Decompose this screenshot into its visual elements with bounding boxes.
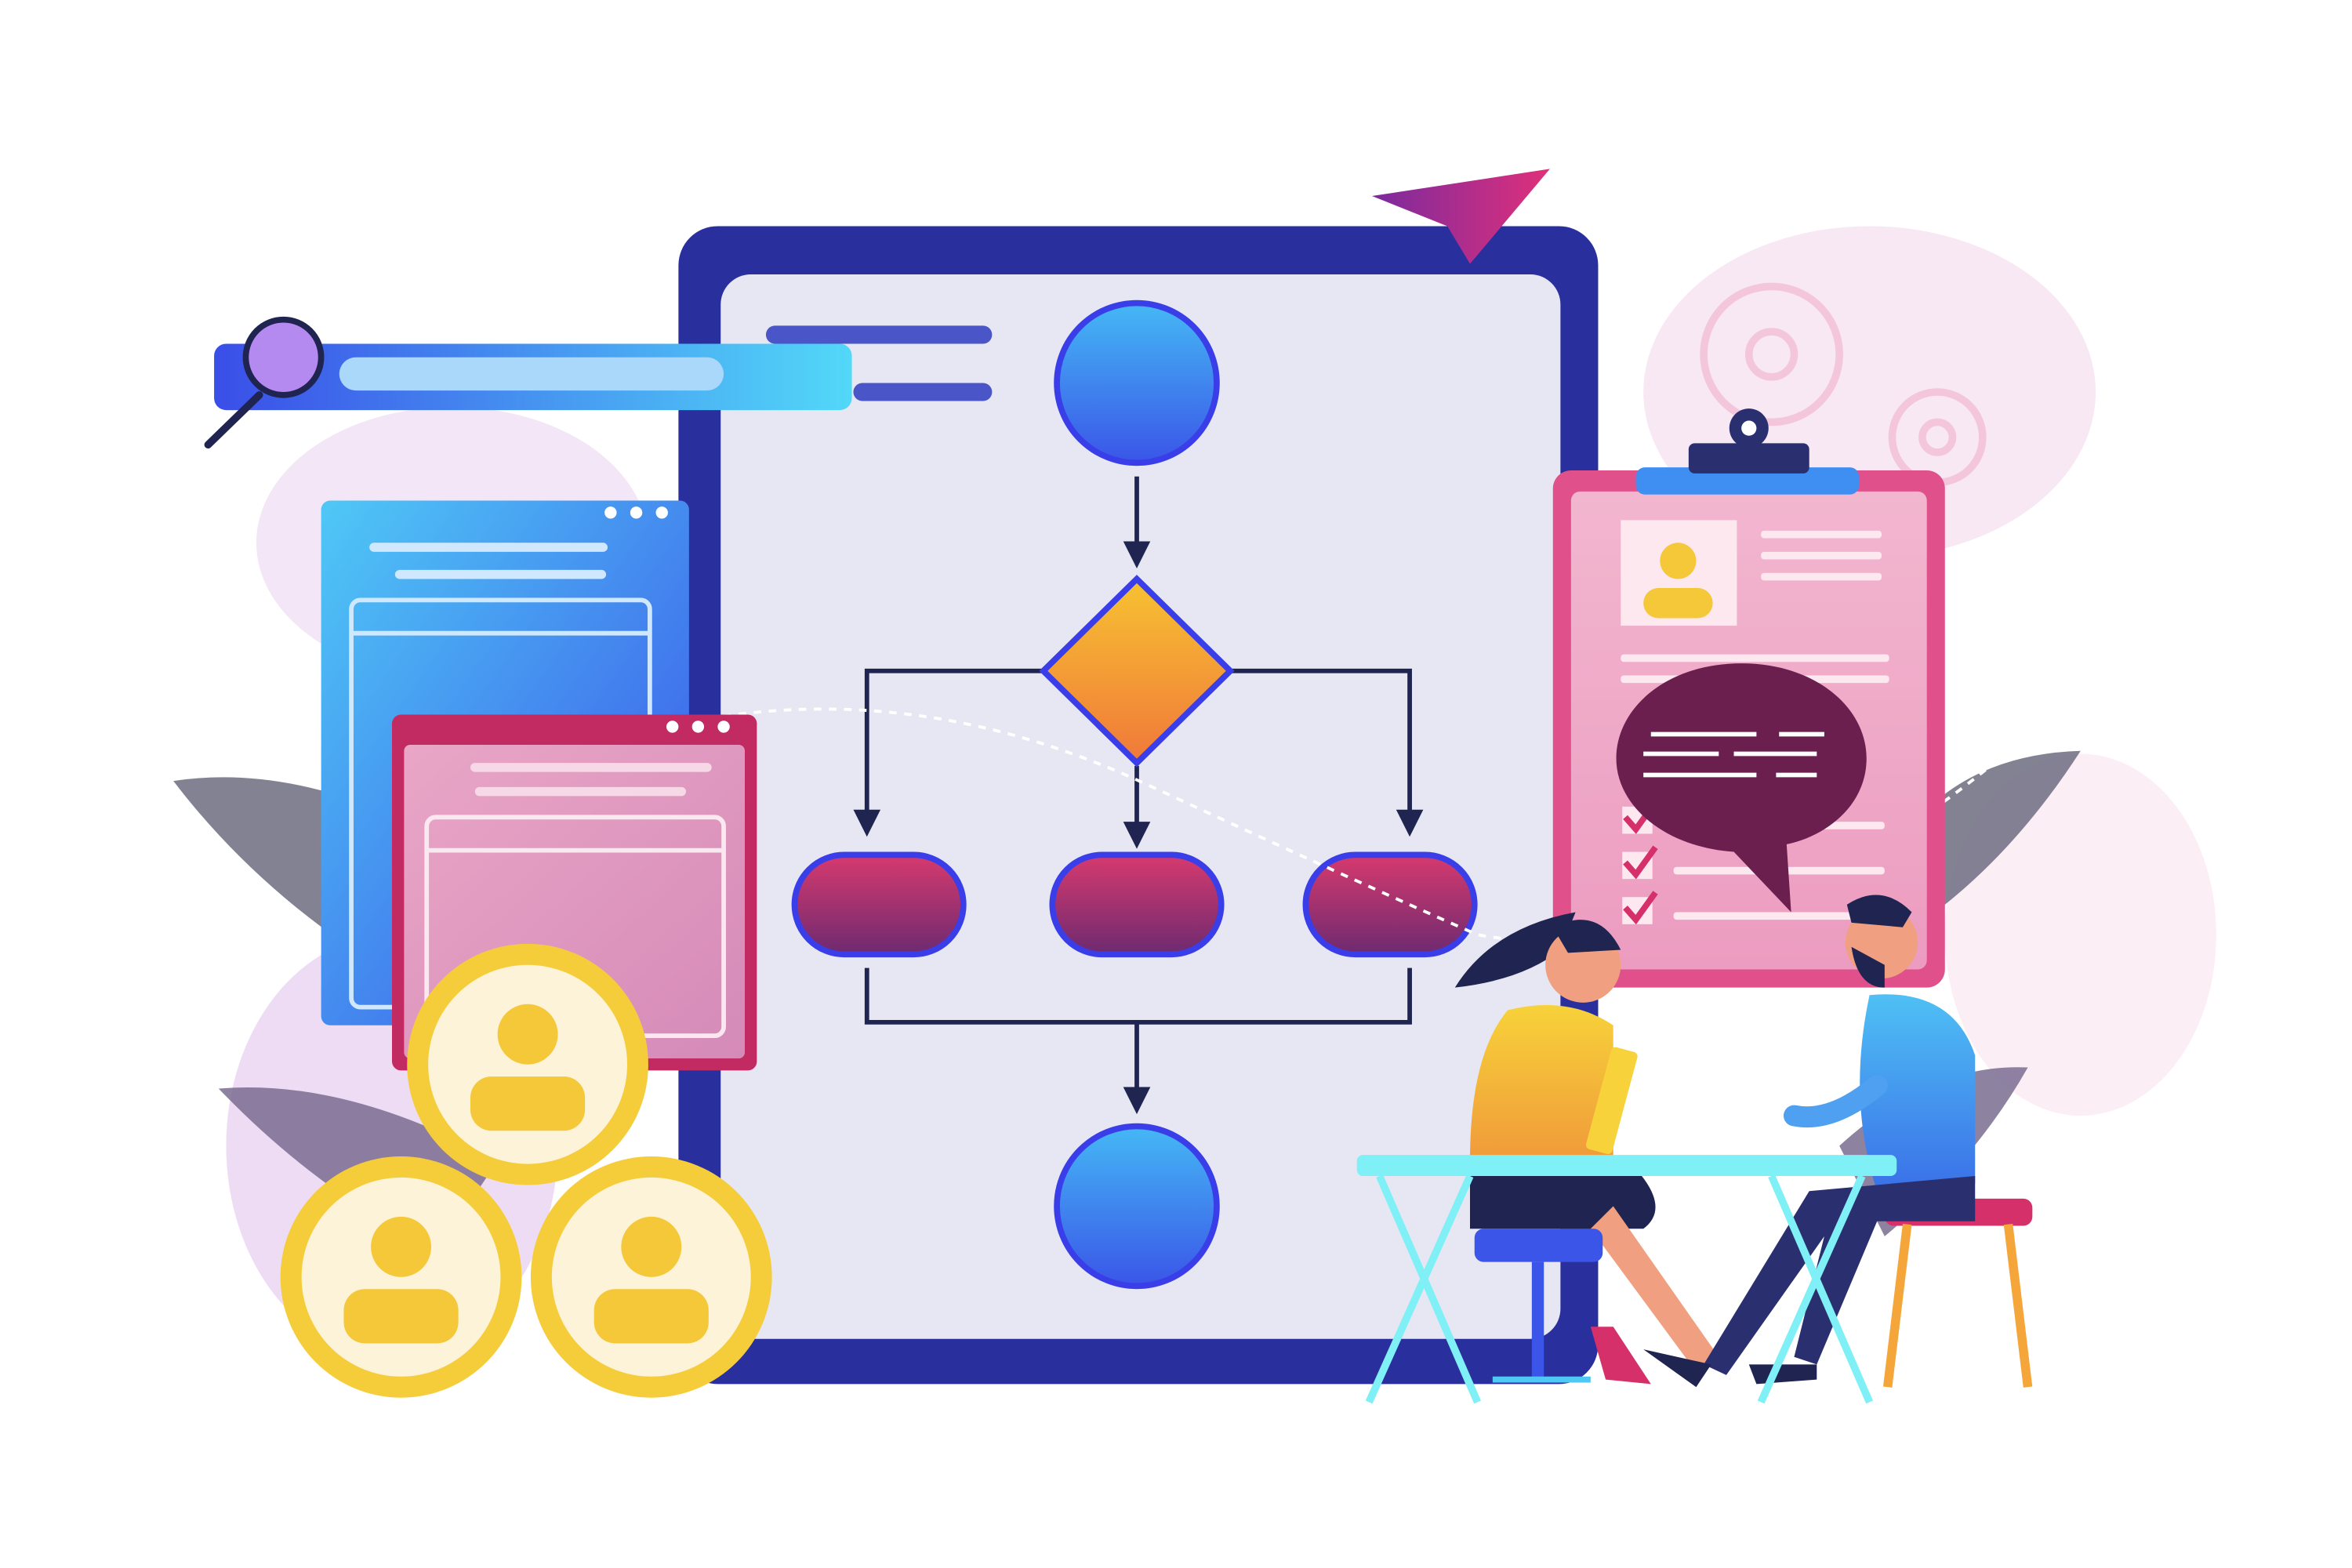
speech-bubble-icon [1616,663,1867,913]
user-avatar-icon [343,1216,459,1344]
user-coin [280,1156,522,1398]
user-coin [407,943,648,1185]
flow-start-node [1054,299,1220,466]
flow-process-node-center [1049,851,1225,958]
man [1643,895,1976,1388]
checkmark-icon [1622,800,1658,925]
clipboard [1552,408,1945,988]
flow-process-node-right [1302,851,1478,958]
text-line [853,383,993,401]
stool [1882,1198,2033,1388]
flow-process-node-left [791,851,967,958]
dashed-path [723,707,2006,944]
woman [1454,912,1719,1385]
magnifier-icon [204,316,325,449]
leaf [1915,750,2081,905]
table [1356,1155,1897,1404]
user-avatar-icon [1643,543,1713,619]
search-bar-text [339,357,724,391]
flow-end-node [1054,1123,1220,1290]
clipboard-clip [1635,467,1860,495]
paper-plane-icon [1372,169,1550,264]
user-avatar-icon [470,1004,586,1131]
flowchart [791,299,1478,1290]
user-coins [280,943,772,1398]
search-bar [204,316,852,449]
meeting-scene [1356,895,2033,1404]
gear-icon [1700,282,1987,487]
user-avatar-icon [593,1216,709,1344]
flow-decision-node [1039,575,1235,768]
text-line [765,325,993,344]
flow-connectors [853,476,1424,1115]
tablet-screen [720,274,1561,1339]
user-coin [530,1156,772,1398]
